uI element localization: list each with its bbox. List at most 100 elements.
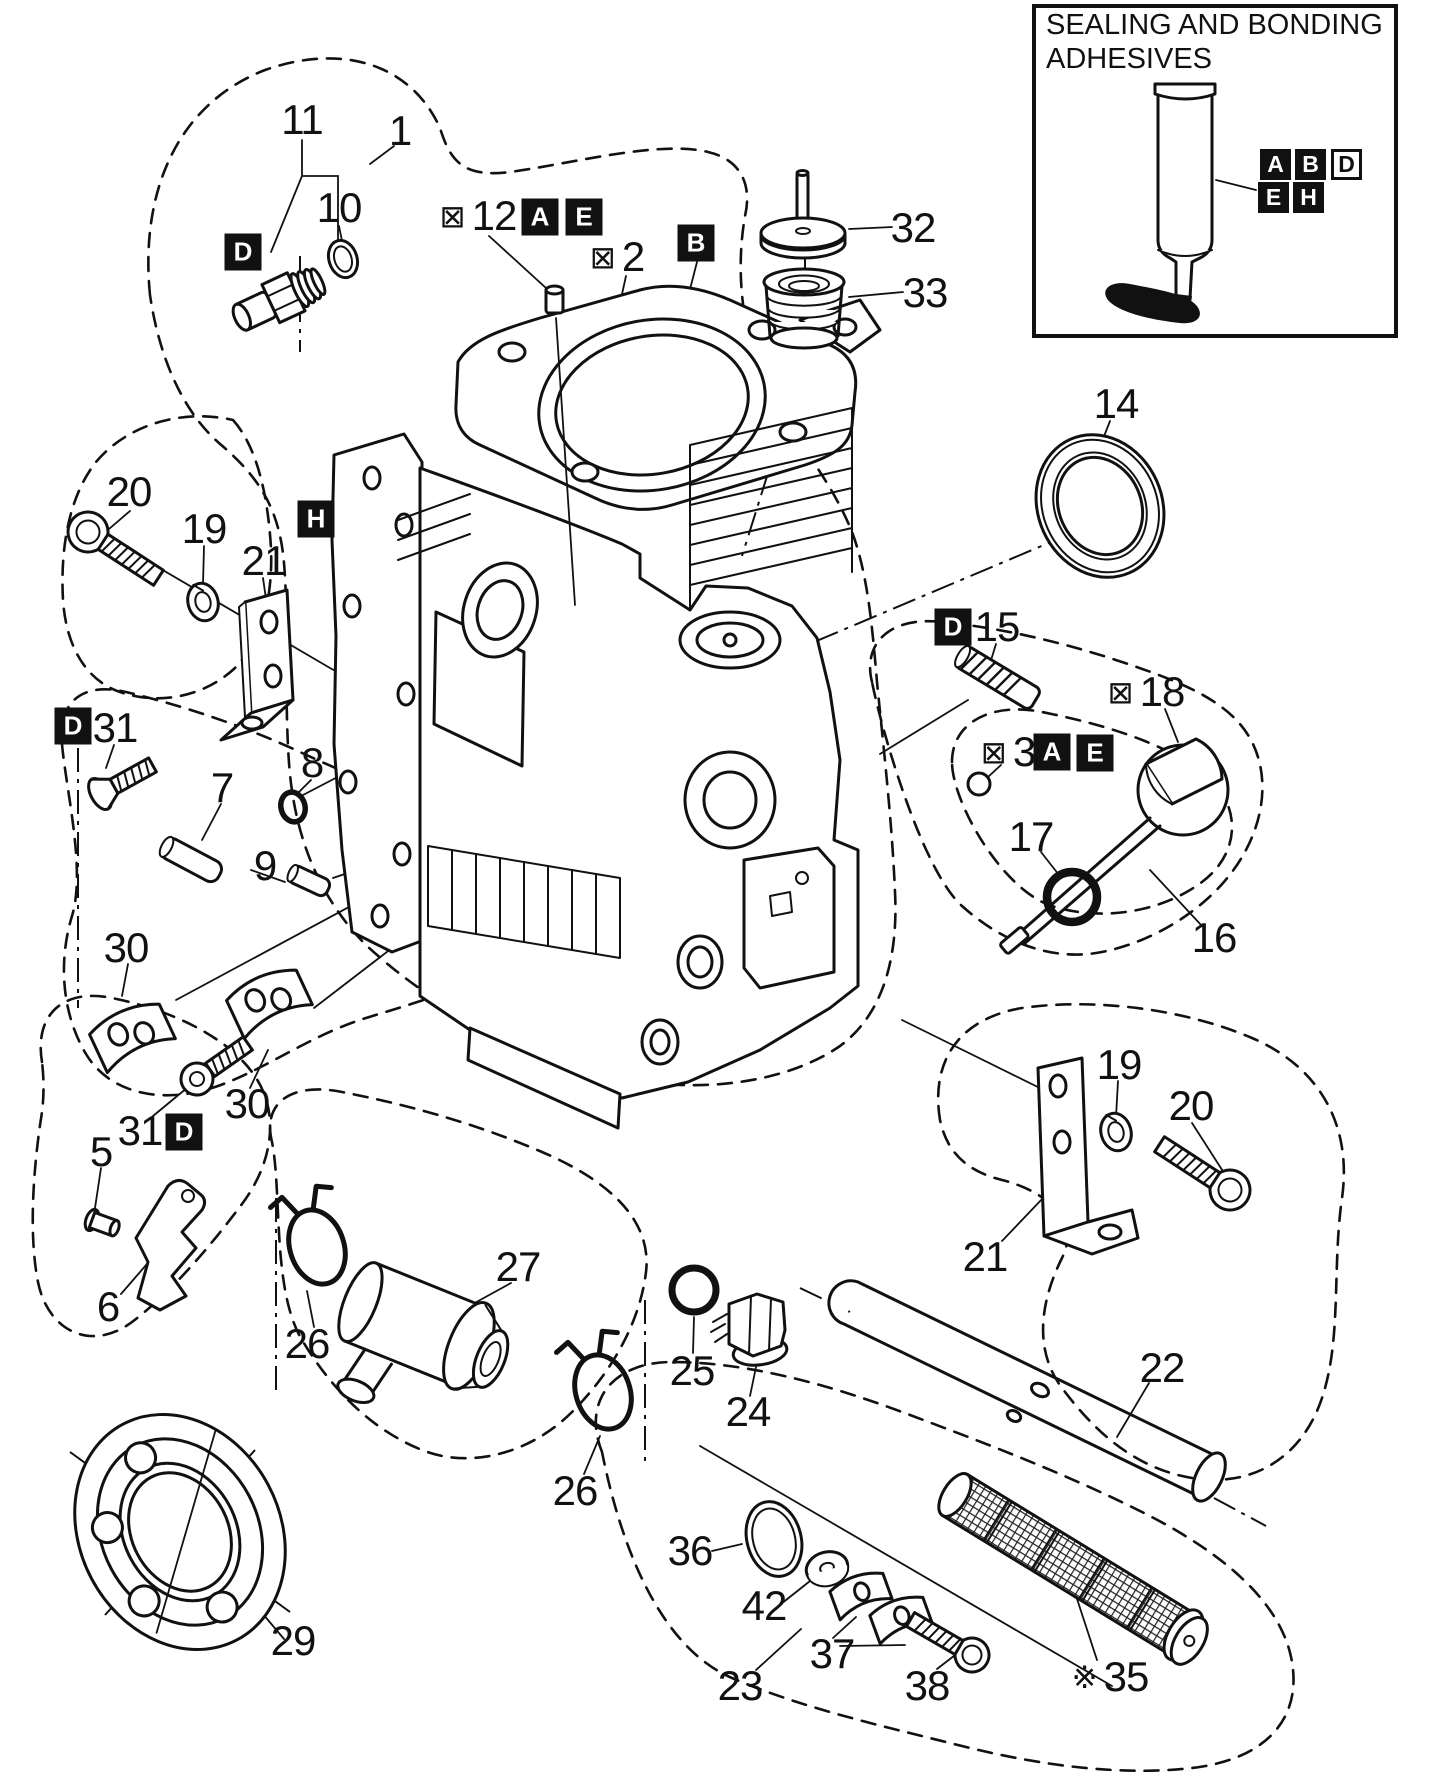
clip-26-upper-drawing <box>267 1183 348 1287</box>
screw-20-right-drawing <box>1153 1135 1252 1212</box>
callout-23: 23 <box>717 1662 764 1709</box>
stud-15-drawing <box>954 644 1041 710</box>
callout-6: 6 <box>96 1283 120 1330</box>
adhesive-tube-icon <box>1105 82 1257 324</box>
callout-12: ⊠12 <box>439 192 518 239</box>
adhesive-badge-b-cylinder: B <box>677 224 715 262</box>
callout-24: 24 <box>725 1388 772 1435</box>
hex-plug-24-drawing <box>710 1292 789 1367</box>
screw-31-left-drawing <box>87 756 158 811</box>
callout-30-right: 30 <box>224 1080 271 1127</box>
adhesives-legend-box <box>1032 4 1398 338</box>
group-outline-strainer-bottom <box>594 1360 1295 1773</box>
callout-20-right: 20 <box>1168 1082 1215 1129</box>
adhesive-badge-d-plug: D <box>224 233 262 271</box>
callout-32: 32 <box>890 204 937 251</box>
adhesives-legend-title-line2: ADHESIVES <box>1046 43 1212 75</box>
adhesive-code-badge-b: B <box>1295 149 1326 180</box>
group-outline-dipstick-outer <box>868 619 1264 956</box>
adhesive-badge-d-stud15: D <box>934 608 972 646</box>
clamp-37-a-drawing <box>828 1571 894 1622</box>
callout-27: 27 <box>495 1243 542 1290</box>
callout-7: 7 <box>210 764 234 811</box>
plug-fitting-drawing <box>231 267 327 332</box>
elbow-27-drawing <box>336 1261 510 1405</box>
callout-2: ⊠2 <box>589 233 645 280</box>
callout-22: 22 <box>1139 1344 1186 1391</box>
callout-30-left: 30 <box>103 924 150 971</box>
ball-3-drawing <box>966 771 992 797</box>
callout-20-left: 20 <box>106 468 153 515</box>
reference-mark-35: ※ <box>1071 1660 1098 1695</box>
adhesive-badge-e-ball3: E <box>1076 734 1114 772</box>
washer-19-right-drawing <box>1099 1111 1133 1153</box>
screw-20-left-drawing <box>66 510 165 587</box>
callout-35: ※35 <box>1071 1653 1150 1700</box>
callout-33: 33 <box>902 269 949 316</box>
callout-11: 11 <box>281 96 324 143</box>
o-ring-10-drawing <box>326 238 360 280</box>
oil-cap-18-drawing <box>999 737 1230 955</box>
adhesive-badge-d-screw31-left: D <box>54 707 92 745</box>
clamp-30-left-drawing <box>88 1002 177 1075</box>
screw-5-drawing <box>83 1207 121 1238</box>
callout-15: 15 <box>974 603 1021 650</box>
bracket-21-right-drawing <box>1036 1056 1140 1256</box>
callout-42: 42 <box>741 1582 788 1629</box>
group-outline-main-assembly <box>147 57 897 1087</box>
clip-26-lower-drawing <box>553 1328 634 1432</box>
callout-38: 38 <box>904 1662 951 1709</box>
adhesive-code-badge-e: E <box>1258 182 1289 213</box>
callout-36: 36 <box>667 1527 714 1574</box>
o-ring-8-drawing <box>278 789 308 825</box>
callout-9: 9 <box>253 842 277 889</box>
callout-26-upper: 26 <box>284 1320 331 1367</box>
callout-16: 16 <box>1191 914 1238 961</box>
threaded-plug-33-drawing <box>762 267 846 350</box>
adhesive-code-badge-d: D <box>1331 149 1362 180</box>
group-outline-bracket-left <box>61 415 273 700</box>
boxed-cross-mark-18: ⊠ <box>1107 675 1134 710</box>
callout-19-left: 19 <box>181 505 228 552</box>
callout-29: 29 <box>270 1617 317 1664</box>
adhesive-code-badge-h: H <box>1293 182 1324 213</box>
adhesives-legend-title-line1: SEALING AND BONDING <box>1046 9 1383 41</box>
adhesive-code-badge-a: A <box>1260 149 1291 180</box>
group-outline-dipstick-inner <box>950 708 1234 915</box>
oil-seal-14-drawing <box>1034 433 1166 579</box>
tube-22-drawing <box>827 1279 1227 1503</box>
callout-1: 1 <box>388 107 412 154</box>
callout-21-left: 21 <box>241 537 288 584</box>
adhesive-badge-d-screw31-bottom: D <box>165 1113 203 1151</box>
boxed-cross-mark-12: ⊠ <box>439 199 466 234</box>
bearing-29-drawing <box>73 1412 287 1652</box>
screw-38-drawing <box>905 1611 991 1674</box>
screw-31-bottom-drawing <box>179 1035 254 1097</box>
adhesive-badge-a-pellet: A <box>521 198 559 236</box>
washer-42-drawing <box>804 1550 850 1588</box>
boxed-cross-mark-3: ⊠ <box>980 735 1007 770</box>
pellet-12-drawing <box>544 284 565 315</box>
callout-37: 37 <box>809 1630 856 1677</box>
gasket-36-drawing <box>744 1500 804 1578</box>
callout-26-lower: 26 <box>552 1467 599 1514</box>
bracket-21-left-drawing <box>219 588 295 742</box>
callout-31-left: 31 <box>92 704 139 751</box>
o-ring-25-drawing <box>668 1264 720 1316</box>
callout-8: 8 <box>300 739 324 786</box>
callout-25: 25 <box>669 1347 716 1394</box>
gasket-drawing <box>330 432 426 954</box>
group-outline-bracket-bottom-left <box>31 994 272 1338</box>
pin-9-drawing <box>286 863 332 898</box>
bracket-6-drawing <box>134 1179 207 1312</box>
callout-5: 5 <box>89 1128 113 1175</box>
callout-14: 14 <box>1093 380 1140 427</box>
callout-3: ⊠3 <box>980 728 1036 775</box>
adhesive-badge-e-pellet: E <box>565 198 603 236</box>
clamp-30-right-drawing <box>225 968 314 1041</box>
callout-18: ⊠18 <box>1107 668 1186 715</box>
group-outline-elbow <box>268 1088 648 1460</box>
callout-21-right: 21 <box>962 1233 1009 1280</box>
callout-17: 17 <box>1008 813 1055 860</box>
